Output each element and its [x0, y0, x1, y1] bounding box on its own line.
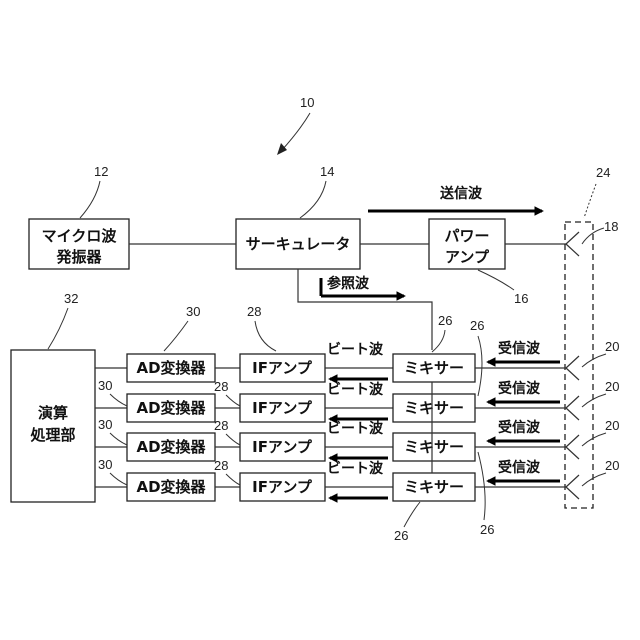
ref-if-2: 28	[214, 379, 228, 394]
ref-oscillator: 12	[94, 164, 108, 179]
ref-circulator: 14	[320, 164, 334, 179]
processor-label-line1: 演算	[38, 404, 68, 422]
if-ref-leader-2	[226, 395, 240, 406]
adc-label-3: AD変換器	[136, 438, 206, 456]
ref-if-3: 28	[214, 418, 228, 433]
if-amp-label-2: IFアンプ	[252, 399, 313, 417]
beat-label-1: ビート波	[327, 341, 384, 358]
reference-label: 参照波	[327, 275, 370, 292]
tx-antenna-icon	[566, 232, 579, 256]
ref-processor: 32	[64, 291, 78, 306]
rx-antenna-ref-leader-3	[582, 433, 606, 446]
ref-adc-3: 30	[98, 417, 112, 432]
oscillator-label-line1: マイクロ波	[42, 227, 118, 245]
oscillator-label-line2: 発振器	[55, 248, 102, 266]
overall-ref-arrowhead	[277, 143, 287, 155]
rx-antenna-ref-leader-2	[582, 394, 606, 407]
if-ref-leader-4	[226, 474, 240, 485]
transmit-label: 送信波	[439, 185, 483, 202]
ref-adc-top: 30	[186, 304, 200, 319]
if-amp-label-3: IFアンプ	[252, 438, 313, 456]
ref-rx-antenna-4: 20	[605, 458, 619, 473]
mixer-label-1: ミキサー	[404, 359, 464, 377]
ref-mixer-right-2: 26	[480, 522, 494, 537]
mixer-label-2: ミキサー	[404, 399, 464, 417]
mixer-bottom-ref-leader	[404, 502, 420, 527]
ref-overall: 10	[300, 95, 314, 110]
oscillator-ref-leader	[80, 181, 100, 218]
circulator-label: サーキュレータ	[246, 235, 351, 253]
rx-antenna-icon-3	[566, 435, 579, 459]
if-amp-label-4: IFアンプ	[252, 478, 313, 496]
rx-antenna-icon-4	[566, 475, 579, 499]
rx-antenna-ref-leader-1	[582, 354, 606, 367]
processor-ref-leader	[48, 308, 68, 349]
beat-label-4: ビート波	[327, 460, 384, 477]
receive-label-2: 受信波	[498, 380, 541, 397]
ref-rx-antenna-1: 20	[605, 339, 619, 354]
ref-antenna-array: 24	[596, 165, 610, 180]
rx-antenna-icon-2	[566, 396, 579, 420]
receive-label-4: 受信波	[498, 459, 541, 476]
ref-mixer-top: 26	[438, 313, 452, 328]
ref-if-top: 28	[247, 304, 261, 319]
ref-rx-antenna-3: 20	[605, 418, 619, 433]
adc-ref-leader-4	[110, 473, 127, 485]
ref-mixer-bottom: 26	[394, 528, 408, 543]
adc-label-4: AD変換器	[136, 478, 206, 496]
ref-if-4: 28	[214, 458, 228, 473]
mixer-right-ref-leader-2	[478, 452, 485, 520]
overall-ref-leader	[282, 113, 310, 150]
mixer-label-3: ミキサー	[404, 438, 464, 456]
mixer-label-4: ミキサー	[404, 478, 464, 496]
mixer-right-ref-leader-1	[478, 336, 482, 396]
adc-top-ref-leader	[164, 321, 188, 351]
ref-power-amp: 16	[514, 291, 528, 306]
channels: AD変換器IFアンプビート波ミキサー受信波20AD変換器IFアンプビート波ミキサ…	[95, 318, 619, 543]
power-amp-ref-leader	[478, 270, 514, 290]
antenna-array-ref-leader	[584, 184, 596, 218]
receive-label-3: 受信波	[498, 419, 541, 436]
if-amp-label-1: IFアンプ	[252, 359, 313, 377]
beat-label-2: ビート波	[327, 381, 384, 398]
adc-label-2: AD変換器	[136, 399, 206, 417]
mixer-top-ref-leader	[432, 330, 445, 352]
rx-antenna-ref-leader-4	[582, 473, 606, 486]
adc-label-1: AD変換器	[136, 359, 206, 377]
rx-antenna-icon-1	[566, 356, 579, 380]
ref-rx-antenna-2: 20	[605, 379, 619, 394]
if-ref-leader-3	[226, 434, 240, 445]
ref-mixer-right-1: 26	[470, 318, 484, 333]
if-top-ref-leader	[255, 321, 276, 351]
adc-ref-leader-2	[110, 394, 127, 406]
power-amp-label-line1: パワー	[444, 227, 489, 245]
ref-tx-antenna: 18	[604, 219, 618, 234]
ref-adc-4: 30	[98, 457, 112, 472]
circulator-ref-leader	[300, 181, 326, 218]
receive-label-1: 受信波	[498, 340, 541, 357]
ref-adc-2: 30	[98, 378, 112, 393]
beat-label-3: ビート波	[327, 420, 384, 437]
adc-ref-leader-3	[110, 433, 127, 445]
processor-label-line2: 処理部	[29, 426, 75, 444]
power-amp-label-line2: アンプ	[445, 248, 490, 266]
